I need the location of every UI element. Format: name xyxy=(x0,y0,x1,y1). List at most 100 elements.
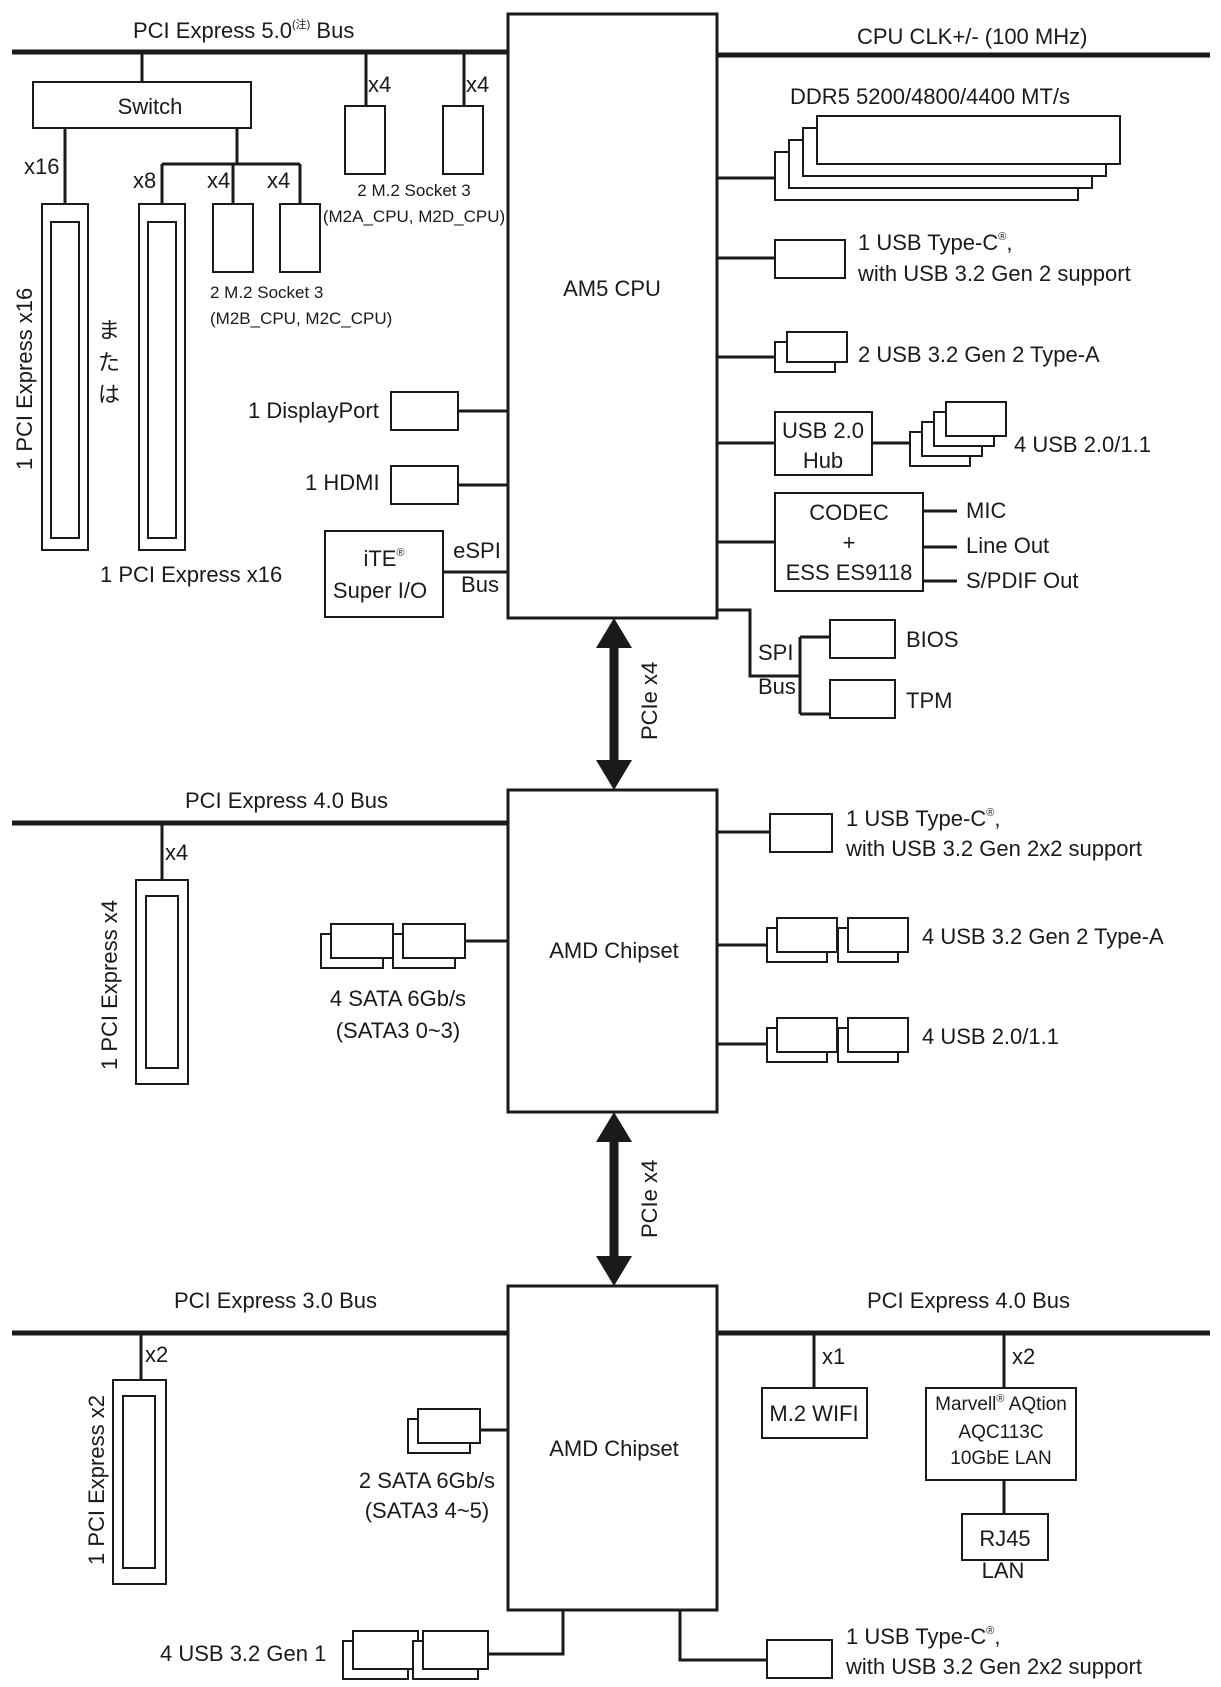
pcie-x16-slot-1: 1 PCI Express x16 xyxy=(12,203,89,551)
svg-text:BIOS: BIOS xyxy=(906,627,959,652)
cpu-usb-type-c: 1 USB Type-C®, with USB 3.2 Gen 2 suppor… xyxy=(717,230,1131,286)
hdmi: 1 HDMI xyxy=(305,465,508,505)
svg-text:x4: x4 xyxy=(466,72,489,97)
pcie-x2-slot: x2 1 PCI Express x2 xyxy=(84,1333,168,1585)
m2-cpu-b-c: 2 M.2 Socket 3 (M2B_CPU, M2C_CPU) xyxy=(210,203,392,328)
svg-text:CODEC: CODEC xyxy=(809,500,889,525)
svg-text:CPU CLK+/- (100 MHz): CPU CLK+/- (100 MHz) xyxy=(857,24,1087,49)
chipset-2-block: AMD Chipset xyxy=(506,1284,719,1612)
svg-text:with USB 3.2 Gen 2x2 support: with USB 3.2 Gen 2x2 support xyxy=(845,1654,1142,1679)
mata-wa-text: ま た は xyxy=(98,318,120,407)
svg-text:ESS ES9118: ESS ES9118 xyxy=(786,560,913,585)
svg-text:RJ45: RJ45 xyxy=(979,1526,1030,1551)
svg-text:x8: x8 xyxy=(133,168,156,193)
svg-text:x1: x1 xyxy=(822,1344,845,1369)
ddr5-memory: DDR5 5200/4800/4400 MT/s xyxy=(717,84,1121,201)
svg-text:x2: x2 xyxy=(145,1342,168,1367)
chipset-1-sata: 4 SATA 6Gb/s (SATA3 0~3) xyxy=(320,923,508,1043)
cpu-usb-type-a: 2 USB 3.2 Gen 2 Type-A xyxy=(717,331,1100,373)
lan-controller: x2 Marvell® AQtion AQC113C 10GbE LAN RJ4… xyxy=(925,1333,1077,1583)
pcie-x16-slot-2: 1 PCI Express x16 xyxy=(100,203,282,587)
svg-text:は: は xyxy=(98,382,120,407)
chipset-2-bus-left: PCI Express 3.0 Bus xyxy=(12,1288,508,1336)
svg-text:AMD Chipset: AMD Chipset xyxy=(549,938,679,963)
svg-text:PCI Express 4.0 Bus: PCI Express 4.0 Bus xyxy=(185,788,388,813)
svg-text:4 SATA 6Gb/s: 4 SATA 6Gb/s xyxy=(330,986,466,1011)
chipset-1-bus: PCI Express 4.0 Bus xyxy=(12,788,508,826)
chipset-2-sata: 2 SATA 6Gb/s (SATA3 4~5) xyxy=(359,1408,508,1523)
svg-text:TPM: TPM xyxy=(906,688,952,713)
svg-text:1 PCI Express x2: 1 PCI Express x2 xyxy=(84,1395,109,1565)
svg-text:AMD Chipset: AMD Chipset xyxy=(549,1436,679,1461)
svg-text:LAN: LAN xyxy=(982,1558,1025,1583)
svg-text:with USB 3.2 Gen 2 support: with USB 3.2 Gen 2 support xyxy=(857,261,1131,286)
chipset-1-usb-type-a: 4 USB 3.2 Gen 2 Type-A xyxy=(717,917,1164,963)
svg-text:PCI Express 3.0 Bus: PCI Express 3.0 Bus xyxy=(174,1288,377,1313)
svg-text:1 DisplayPort: 1 DisplayPort xyxy=(248,398,379,423)
svg-text:1 PCI Express x16: 1 PCI Express x16 xyxy=(100,562,282,587)
svg-text:1 USB Type-C®,: 1 USB Type-C®, xyxy=(846,806,1000,831)
svg-text:2 USB 3.2 Gen 2 Type-A: 2 USB 3.2 Gen 2 Type-A xyxy=(858,342,1100,367)
svg-text:1 USB Type-C®,: 1 USB Type-C®, xyxy=(846,1624,1000,1649)
svg-text:PCI Express 5.0(注) Bus: PCI Express 5.0(注) Bus xyxy=(133,17,354,43)
svg-text:Super I/O: Super I/O xyxy=(333,578,427,603)
svg-text:SPI: SPI xyxy=(758,640,793,665)
svg-text:MIC: MIC xyxy=(966,498,1006,523)
chipset-2-bus-right: PCI Express 4.0 Bus xyxy=(717,1288,1210,1336)
chipset-1-block: AMD Chipset xyxy=(506,788,719,1114)
usb2-hub: USB 2.0 Hub 4 USB 2.0/1.1 xyxy=(717,401,1151,476)
cpu-chipset-link: PCIe x4 xyxy=(596,618,662,790)
svg-text:M.2 WIFI: M.2 WIFI xyxy=(769,1401,858,1426)
svg-text:eSPI: eSPI xyxy=(453,538,501,563)
svg-text:S/PDIF Out: S/PDIF Out xyxy=(966,568,1078,593)
m2-cpu-a-d: x4 x4 2 M.2 Socket 3 (M2A_CPU, M2D_CPU) xyxy=(323,52,505,226)
svg-text:2 M.2 Socket 3: 2 M.2 Socket 3 xyxy=(210,283,323,302)
m2-wifi: x1 M.2 WIFI xyxy=(761,1333,868,1439)
pcie-switch: Switch x16 x8 x4 x4 xyxy=(24,52,302,204)
cpu-block: AM5 CPU xyxy=(506,12,719,620)
super-io: iTE® Super I/O eSPI Bus xyxy=(324,530,508,618)
svg-text:1 HDMI: 1 HDMI xyxy=(305,470,380,495)
svg-text:x4: x4 xyxy=(207,168,230,193)
chipset-1-usb-type-c: 1 USB Type-C®, with USB 3.2 Gen 2x2 supp… xyxy=(717,806,1142,861)
svg-text:Bus: Bus xyxy=(461,572,499,597)
svg-text:(M2B_CPU, M2C_CPU): (M2B_CPU, M2C_CPU) xyxy=(210,309,392,328)
svg-text:4 USB 2.0/1.1: 4 USB 2.0/1.1 xyxy=(1014,432,1151,457)
svg-text:AQC113C: AQC113C xyxy=(958,1422,1043,1443)
chipset-chipset-link: PCIe x4 xyxy=(596,1112,662,1286)
svg-text:Switch: Switch xyxy=(118,94,183,119)
displayport: 1 DisplayPort xyxy=(248,391,508,431)
svg-text:PCIe x4: PCIe x4 xyxy=(637,662,662,740)
svg-text:Bus: Bus xyxy=(758,674,796,699)
svg-text:PCIe x4: PCIe x4 xyxy=(637,1160,662,1238)
svg-text:x4: x4 xyxy=(368,72,391,97)
svg-text:Hub: Hub xyxy=(803,448,843,473)
svg-text:1 PCI Express x4: 1 PCI Express x4 xyxy=(97,900,122,1070)
spi-bus: SPI Bus BIOS TPM xyxy=(717,608,959,719)
svg-text:(M2A_CPU, M2D_CPU): (M2A_CPU, M2D_CPU) xyxy=(323,207,505,226)
svg-text:iTE®: iTE® xyxy=(363,546,404,571)
svg-text:ま: ま xyxy=(98,318,120,343)
svg-text:with USB 3.2 Gen 2x2 support: with USB 3.2 Gen 2x2 support xyxy=(845,836,1142,861)
svg-text:2 SATA 6Gb/s: 2 SATA 6Gb/s xyxy=(359,1468,495,1493)
chipset-2-usb32-gen1: 4 USB 3.2 Gen 1 xyxy=(160,1610,565,1680)
svg-text:10GbE LAN: 10GbE LAN xyxy=(950,1448,1051,1469)
svg-text:DDR5 5200/4800/4400 MT/s: DDR5 5200/4800/4400 MT/s xyxy=(790,84,1070,109)
svg-text:PCI Express 4.0 Bus: PCI Express 4.0 Bus xyxy=(867,1288,1070,1313)
svg-text:Marvell® AQtion: Marvell® AQtion xyxy=(935,1393,1067,1415)
audio-codec: CODEC + ESS ES9118 MIC Line Out S/PDIF O… xyxy=(717,492,1078,593)
chipset-1-usb2: 4 USB 2.0/1.1 xyxy=(717,1017,1059,1063)
pcie-x4-slot: x4 1 PCI Express x4 xyxy=(97,823,189,1085)
svg-text:4 USB 3.2 Gen 1: 4 USB 3.2 Gen 1 xyxy=(160,1641,326,1666)
svg-text:x2: x2 xyxy=(1012,1344,1035,1369)
svg-text:x4: x4 xyxy=(165,840,188,865)
svg-text:た: た xyxy=(98,350,120,375)
svg-text:x16: x16 xyxy=(24,154,59,179)
chipset-2-usb-type-c: 1 USB Type-C®, with USB 3.2 Gen 2x2 supp… xyxy=(678,1610,1142,1679)
svg-text:x4: x4 xyxy=(267,168,290,193)
svg-text:Line Out: Line Out xyxy=(966,533,1049,558)
svg-text:+: + xyxy=(843,530,856,555)
cpu-clock-line: CPU CLK+/- (100 MHz) xyxy=(717,24,1210,58)
svg-text:(SATA3 0~3): (SATA3 0~3) xyxy=(336,1018,461,1043)
